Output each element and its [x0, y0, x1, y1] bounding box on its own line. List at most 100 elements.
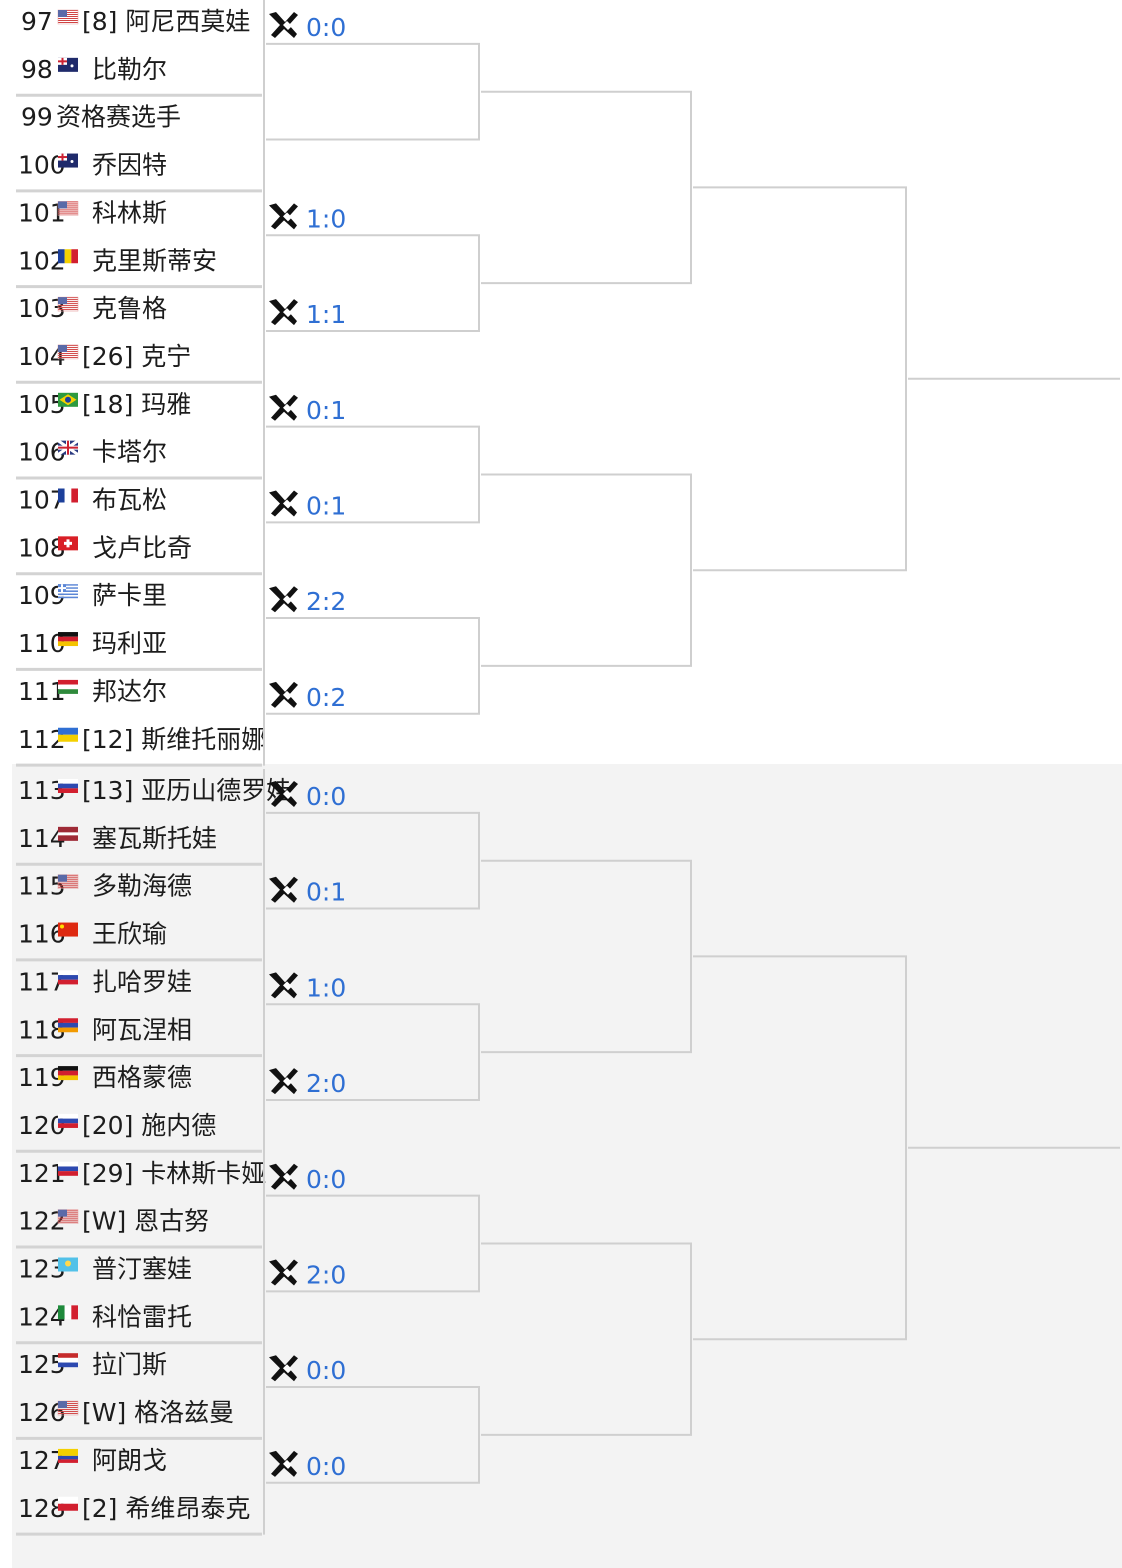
player-name[interactable]: 萨卡里 — [92, 581, 167, 610]
player-name[interactable]: 西格蒙德 — [92, 1063, 192, 1092]
crossed-rackets-icon[interactable] — [269, 876, 298, 903]
player-name[interactable]: [12] 斯维托丽娜 — [82, 725, 266, 754]
match-score[interactable]: 0:0 — [306, 1165, 346, 1194]
player-name[interactable]: 王欣瑜 — [92, 920, 167, 949]
player-name[interactable]: 扎哈罗娃 — [92, 967, 192, 996]
match-score[interactable]: 2:2 — [306, 587, 346, 616]
bracket-line — [266, 617, 480, 715]
player-row[interactable]: 105 [18] 玛雅 — [18, 390, 191, 419]
player-row[interactable]: 104[26] 克宁 — [18, 342, 191, 371]
match-score[interactable]: 1:0 — [306, 204, 346, 233]
player-name[interactable]: 科恰雷托 — [92, 1302, 192, 1331]
player-name[interactable]: [29] 卡林斯卡娅 — [82, 1159, 266, 1188]
player-seed-number: 105 — [18, 390, 66, 419]
player-name[interactable]: 戈卢比奇 — [92, 533, 192, 562]
match-score[interactable]: 0:0 — [306, 13, 346, 42]
crossed-rackets-icon[interactable] — [269, 1068, 298, 1095]
player-row[interactable]: 126[W] 格洛兹曼 — [18, 1398, 234, 1427]
player-name[interactable]: [20] 施内德 — [82, 1111, 216, 1140]
crossed-rackets-icon[interactable] — [269, 1163, 298, 1190]
crossed-rackets-icon[interactable] — [269, 1450, 298, 1477]
player-name[interactable]: 科林斯 — [92, 198, 167, 227]
player-name[interactable]: 比勒尔 — [92, 55, 167, 84]
crossed-rackets-icon[interactable] — [269, 203, 298, 230]
player-name[interactable]: 阿朗戈 — [92, 1446, 167, 1475]
match-score[interactable]: 2:0 — [306, 1069, 346, 1098]
player-name[interactable]: 布瓦松 — [92, 486, 167, 515]
match-score[interactable]: 0:1 — [306, 396, 346, 425]
player-row[interactable]: 122[W] 恩古努 — [18, 1207, 209, 1236]
player-row[interactable]: 120[20] 施内德 — [18, 1111, 216, 1140]
crossed-rackets-icon[interactable] — [269, 394, 298, 421]
match-score[interactable]: 1:0 — [306, 973, 346, 1002]
crossed-rackets-icon[interactable] — [269, 681, 298, 708]
player-name[interactable]: 玛利亚 — [92, 629, 167, 658]
match-score[interactable]: 0:2 — [306, 683, 346, 712]
crossed-rackets-icon[interactable] — [269, 1259, 298, 1286]
player-name[interactable]: [18] 玛雅 — [82, 390, 191, 419]
player-row[interactable]: 112[12] 斯维托丽娜 — [18, 725, 266, 754]
player-name[interactable]: [26] 克宁 — [82, 342, 191, 371]
match-score[interactable]: 0:0 — [306, 1356, 346, 1385]
player-seed-number: 102 — [18, 246, 66, 275]
player-name[interactable]: 卡塔尔 — [92, 438, 167, 467]
crossed-rackets-icon[interactable] — [269, 299, 298, 326]
player-name[interactable]: [2] 希维昂泰克 — [82, 1494, 250, 1523]
player-name[interactable]: 克鲁格 — [92, 294, 167, 323]
match-score[interactable]: 0:0 — [306, 782, 346, 811]
match-score[interactable]: 0:0 — [306, 1452, 346, 1481]
player-row[interactable]: 113[13] 亚历山德罗娃 — [18, 776, 291, 805]
match-score[interactable]: 0:1 — [306, 492, 346, 521]
crossed-rackets-icon[interactable] — [269, 12, 298, 38]
crossed-rackets-icon[interactable] — [269, 781, 298, 807]
match-score[interactable]: 1:1 — [306, 300, 346, 329]
player-name[interactable]: [W] 格洛兹曼 — [82, 1398, 234, 1427]
player-name[interactable]: [W] 恩古努 — [82, 1207, 209, 1236]
player-name[interactable]: [8] 阿尼西莫娃 — [82, 7, 250, 36]
crossed-rackets-icon[interactable] — [269, 490, 298, 517]
player-name[interactable]: 邦达尔 — [92, 677, 167, 706]
player-name[interactable]: 塞瓦斯托娃 — [92, 824, 217, 853]
player-name[interactable]: 普汀塞娃 — [92, 1255, 192, 1284]
flag-us-icon — [57, 874, 79, 889]
player-row[interactable]: 97[8] 阿尼西莫娃 — [21, 7, 250, 36]
player-name[interactable]: [13] 亚历山德罗娃 — [82, 776, 291, 805]
player-name[interactable]: 乔因特 — [92, 151, 167, 180]
match-score[interactable]: 2:0 — [306, 1261, 346, 1290]
player-name[interactable]: 拉门斯 — [92, 1350, 167, 1379]
flag-us-icon — [57, 344, 79, 360]
crossed-rackets-icon[interactable] — [269, 586, 298, 613]
match-score[interactable]: 0:1 — [306, 878, 346, 907]
player-name[interactable]: 克里斯蒂安 — [92, 246, 217, 275]
player-name[interactable]: 阿瓦涅相 — [92, 1015, 192, 1044]
player-row[interactable]: 102 克里斯蒂安 — [18, 246, 217, 275]
flag-us-icon — [57, 1209, 79, 1224]
player-row[interactable]: 128[2] 希维昂泰克 — [18, 1494, 250, 1523]
crossed-rackets-icon[interactable] — [269, 972, 298, 999]
crossed-rackets-icon[interactable] — [269, 1355, 298, 1382]
player-row[interactable]: 121[29] 卡林斯卡娅 — [18, 1159, 266, 1188]
player-name[interactable]: 资格赛选手 — [56, 103, 181, 132]
player-name[interactable]: 多勒海德 — [92, 872, 192, 901]
